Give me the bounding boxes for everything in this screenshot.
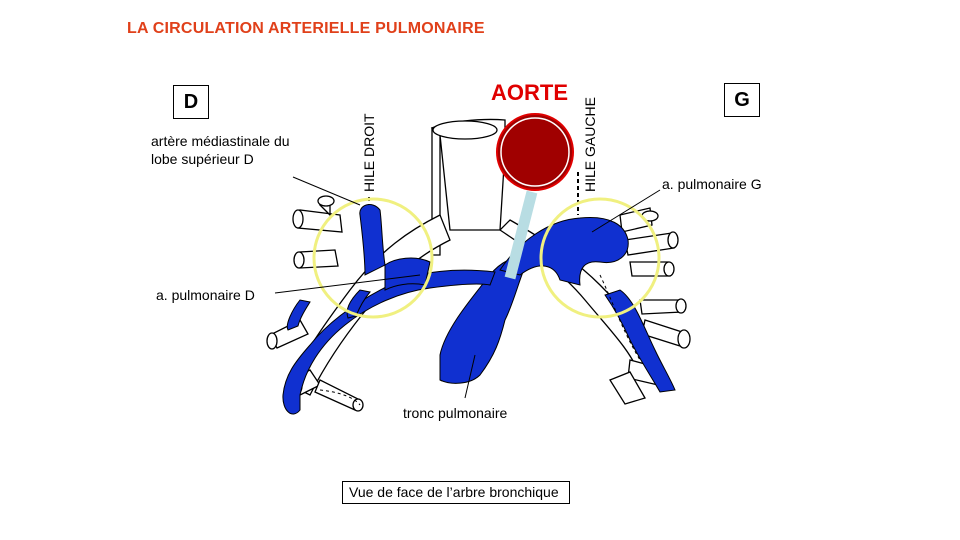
right-pulmonary-artery-label: a. pulmonaire D [156, 287, 255, 303]
hile-droit-label: HILE DROIT [361, 113, 377, 192]
leader-lines [274, 176, 661, 399]
side-left-label: G [724, 83, 760, 117]
page-title: LA CIRCULATION ARTERIELLE PULMONAIRE [127, 20, 485, 37]
left-pulmonary-artery-label: a. pulmonaire G [662, 176, 762, 192]
side-right-label: D [173, 85, 209, 119]
aorta-connector [504, 190, 538, 280]
aorta-label: AORTE [491, 80, 568, 105]
pulmonary-arteries [282, 204, 676, 415]
figure-caption: Vue de face de l’arbre bronchique [342, 481, 570, 504]
aorta-circle [496, 113, 574, 191]
hilum-circle-right [312, 197, 434, 319]
hilum-circle-left [539, 197, 661, 319]
mediastinal-artery-label: artère médiastinale du lobe supérieur D [151, 133, 290, 167]
hile-gauche-label: HILE GAUCHE [582, 97, 598, 192]
pulmonary-trunk-label: tronc pulmonaire [403, 405, 508, 421]
